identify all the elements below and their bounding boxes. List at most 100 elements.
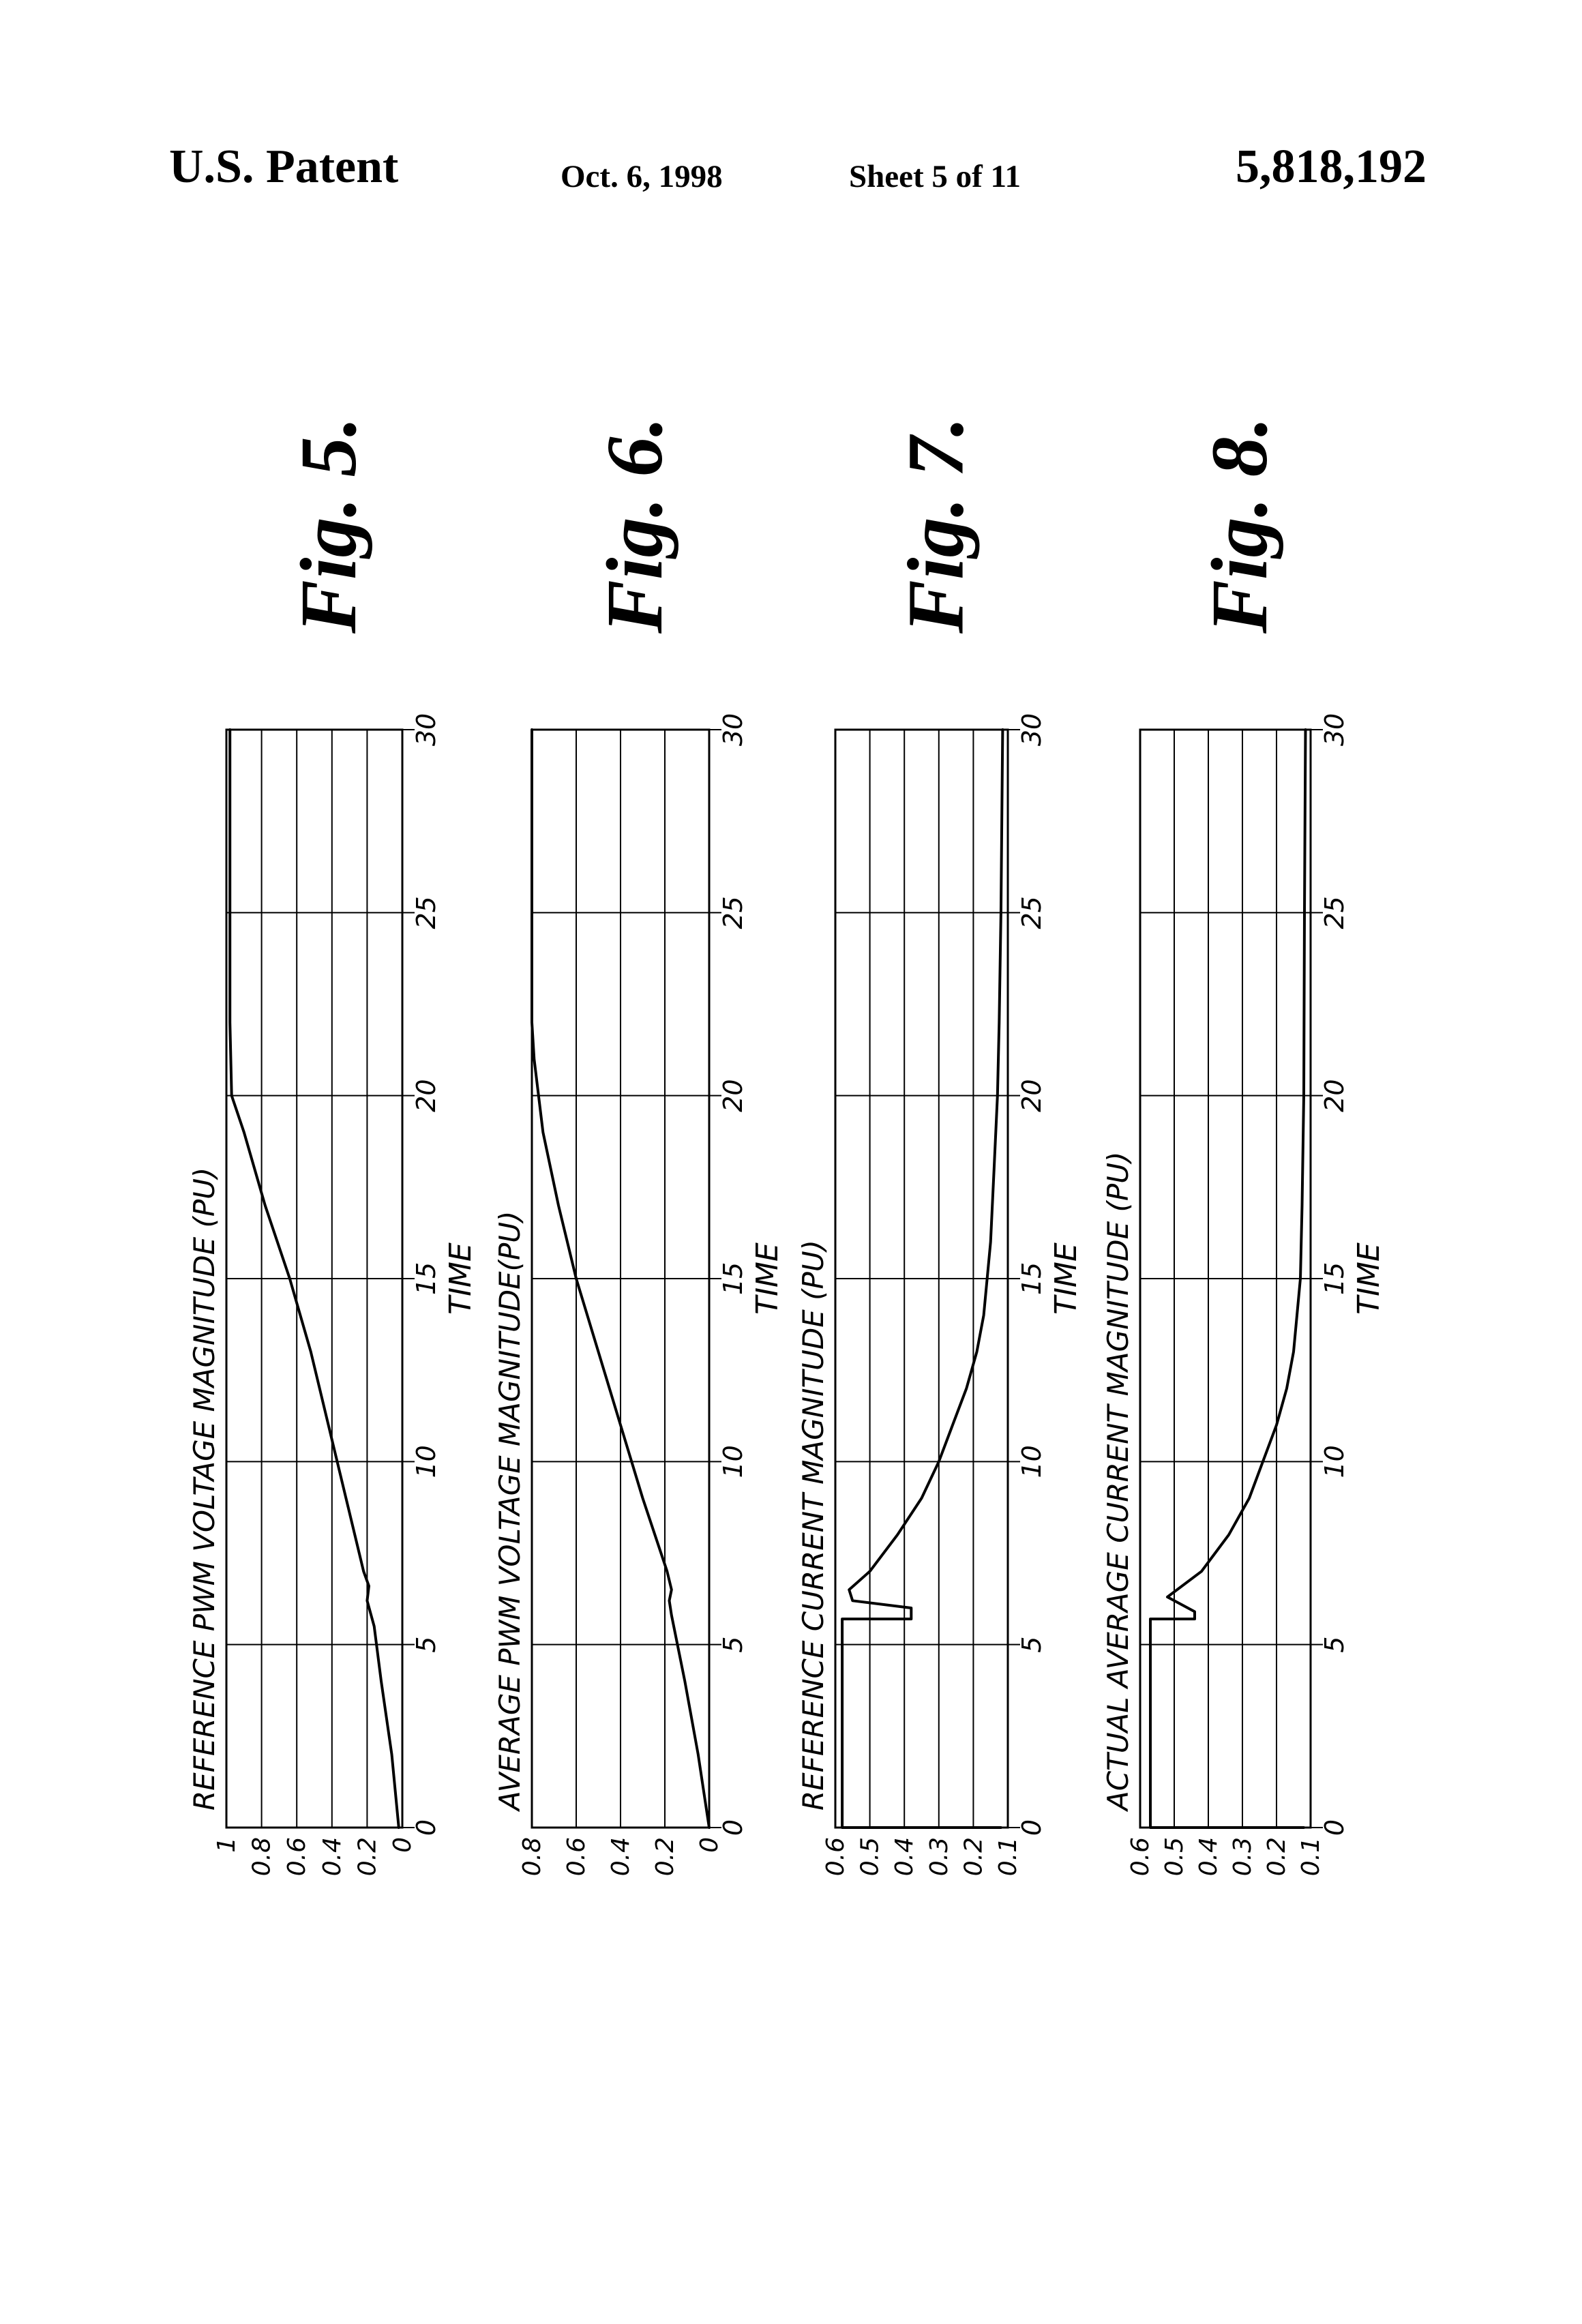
data-point [1293,1351,1295,1353]
data-point [620,1424,622,1426]
data-point [398,1827,400,1829]
value-tick-label: 0.5 [856,1837,884,1876]
data-point [368,1585,370,1587]
time-tick-label: 20 [1017,1079,1047,1112]
time-tick-label: 15 [1319,1262,1349,1295]
data-point [391,1753,393,1755]
data-point [983,1314,985,1316]
value-tick-label: 0 [696,1837,723,1853]
data-point [852,1600,854,1602]
x-axis-label: TIME [1352,1242,1386,1315]
data-point [684,1680,686,1682]
data-point [952,1424,954,1426]
data-point [976,1351,978,1353]
data-point [670,1614,672,1616]
data-point [366,1600,368,1602]
data-point [938,1461,940,1463]
data-point [229,912,231,914]
value-tick-label: 0.6 [563,1837,591,1876]
data-point [558,1204,560,1206]
value-tick-label: 0.2 [651,1837,679,1876]
y-axis-label: ACTUAL AVERAGE CURRENT MAGNITUDE (PU) [1101,1152,1135,1813]
data-point [869,1570,871,1573]
figure-label: Fig. 6. [590,417,679,634]
data-point [1300,1278,1302,1280]
data-point [848,1589,850,1591]
data-point [327,1424,329,1426]
time-tick-label: 5 [718,1637,748,1653]
value-tick-label: 0.4 [607,1837,635,1876]
data-point [1167,1596,1169,1598]
time-tick-label: 0 [1319,1819,1349,1836]
time-tick-label: 10 [718,1445,748,1478]
value-tick-label: 0.2 [353,1837,381,1876]
data-point [380,1680,383,1682]
data-point [1296,1314,1298,1316]
time-tick-label: 0 [1017,1819,1047,1836]
data-point [1000,912,1002,914]
data-point [966,1388,968,1390]
time-tick-label: 5 [411,1637,441,1653]
data-point [533,1058,535,1060]
value-tick-label: 0.6 [822,1837,850,1876]
data-point [993,1168,995,1170]
value-tick-label: 0.1 [1297,1837,1325,1876]
time-tick-label: 20 [1319,1079,1349,1112]
value-tick-label: 0 [389,1837,417,1853]
data-point [841,1827,844,1829]
data-point [1000,1827,1002,1829]
data-point [531,729,533,731]
data-point [1150,1618,1152,1620]
value-tick-label: 0.3 [925,1837,953,1876]
time-tick-label: 25 [718,896,748,929]
data-point [921,1498,923,1500]
data-point [230,1094,233,1097]
data-point [243,1131,245,1133]
data-point [1276,1424,1278,1426]
data-point [670,1589,672,1591]
time-tick-label: 25 [411,896,441,929]
time-tick-label: 10 [411,1445,441,1478]
data-point [897,1534,899,1536]
time-tick-label: 15 [1017,1262,1047,1295]
data-point [363,1570,365,1573]
value-tick-label: 0.2 [959,1837,987,1876]
value-tick-label: 0.6 [1126,1837,1154,1876]
data-point [373,1625,375,1627]
y-axis-label: AVERAGE PWM VOLTAGE MAGNITUDE(PU) [493,1211,526,1813]
figure-label: Fig. 8. [1195,417,1284,634]
x-axis-label: TIME [750,1242,785,1315]
y-axis-label: REFERENCE CURRENT MAGNITUDE (PU) [796,1240,830,1811]
figure-label: Fig. 5. [284,417,373,634]
time-tick-label: 30 [1017,713,1047,746]
value-tick-label: 0.1 [994,1837,1022,1876]
figure-label: Fig. 7. [891,417,981,634]
data-point [1303,1827,1305,1829]
value-tick-label: 0.2 [1263,1837,1291,1876]
data-point [1303,1094,1305,1097]
time-tick-label: 25 [1319,896,1349,929]
data-point [1304,912,1306,914]
time-tick-label: 10 [1319,1445,1349,1478]
time-tick-label: 5 [1319,1637,1349,1653]
data-point [1194,1618,1196,1620]
chart-7: 0.10.20.30.40.50.6051015202530REFERENCE … [796,417,1084,1876]
time-tick-label: 30 [411,713,441,746]
chart-6: 00.20.40.60.8051015202530AVERAGE PWM VOL… [493,417,785,1876]
value-tick-label: 0.5 [1161,1837,1189,1876]
time-tick-label: 30 [718,713,748,746]
data-point [708,1827,711,1829]
chart-5: 00.20.40.60.81051015202530REFERENCE PWM … [188,417,478,1876]
value-tick-label: 0.4 [1195,1837,1223,1876]
data-point [1262,1461,1264,1463]
time-tick-label: 25 [1017,896,1047,929]
x-axis-label: TIME [1049,1242,1084,1315]
data-point [989,1241,991,1243]
data-point [697,1753,699,1755]
data-point [531,912,533,914]
x-axis-label: TIME [443,1242,478,1315]
data-point [345,1498,347,1500]
data-point [264,1204,266,1206]
time-tick-label: 15 [411,1262,441,1295]
